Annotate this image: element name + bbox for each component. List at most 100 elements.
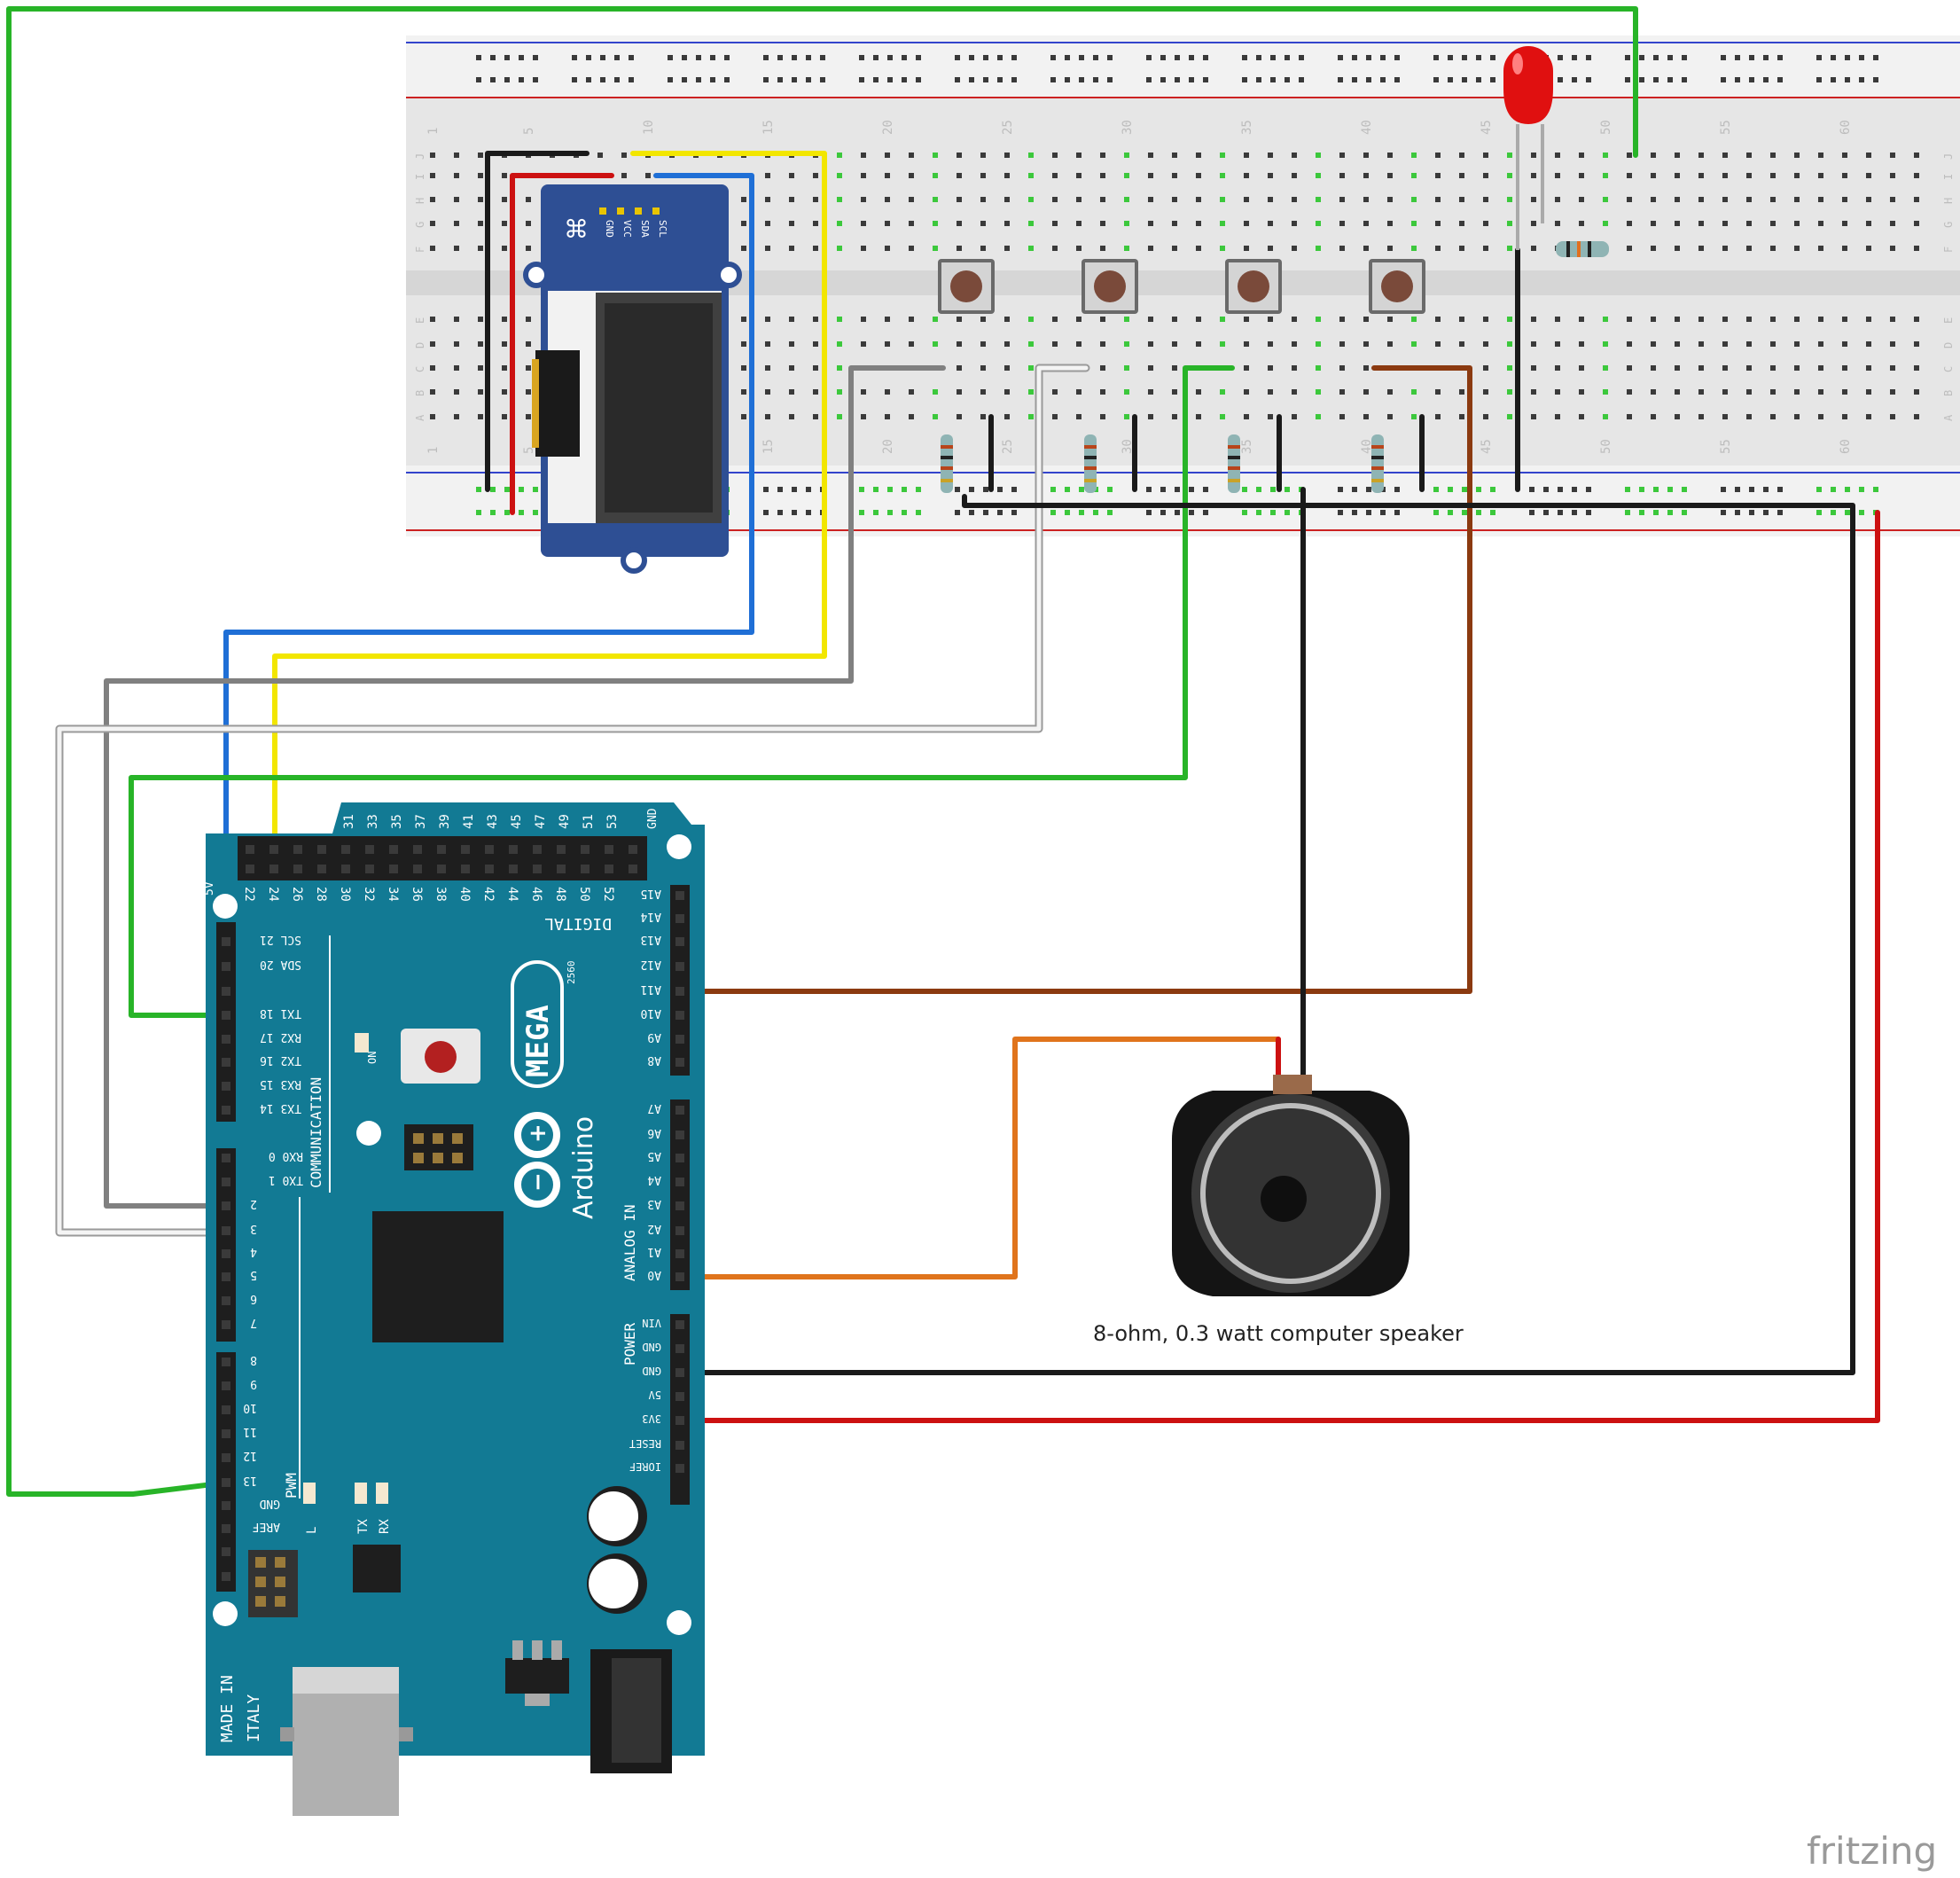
rail-hole bbox=[1558, 55, 1563, 60]
header-pin bbox=[222, 1178, 230, 1186]
breadboard-hole bbox=[1268, 221, 1273, 226]
breadboard-hole bbox=[430, 365, 435, 371]
push-button-cap bbox=[1094, 270, 1126, 302]
breadboard-hole bbox=[1818, 197, 1823, 202]
oled-pin-label: SCL bbox=[657, 220, 668, 238]
wire-green-button3[interactable] bbox=[129, 365, 1235, 1018]
rail-hole bbox=[600, 55, 605, 60]
breadboard-hole bbox=[1100, 341, 1105, 347]
breadboard-hole bbox=[1890, 246, 1895, 251]
breadboard-hole bbox=[1579, 197, 1584, 202]
resistor-band bbox=[1371, 479, 1384, 482]
resistor[interactable] bbox=[1371, 434, 1384, 493]
rail-hole bbox=[997, 510, 1003, 515]
breadboard-hole bbox=[1914, 389, 1919, 395]
rail-hole bbox=[1203, 510, 1208, 515]
wire-red-oled-vcc[interactable] bbox=[510, 173, 614, 515]
breadboard-hole bbox=[1627, 389, 1632, 395]
led-resistor[interactable] bbox=[1556, 241, 1609, 257]
wire-black-gnd-rail[interactable] bbox=[678, 494, 1855, 1375]
breadboard-hole bbox=[1651, 317, 1656, 322]
breadboard-hole bbox=[1746, 221, 1752, 226]
breadboard-hole bbox=[1483, 246, 1488, 251]
rail-hole bbox=[969, 487, 974, 492]
top-header-number: 51 bbox=[582, 814, 596, 829]
wire-red-3v3-rail[interactable] bbox=[678, 510, 1880, 1423]
breadboard-hole bbox=[1531, 365, 1536, 371]
resistor[interactable] bbox=[941, 434, 953, 493]
breadboard-hole bbox=[1268, 153, 1273, 158]
pwm-pin-label: RX0 0 bbox=[269, 1149, 303, 1162]
breadboard-hole bbox=[837, 341, 842, 347]
resistor[interactable] bbox=[1084, 434, 1097, 493]
breadboard-hole bbox=[1866, 173, 1871, 178]
wire-gray-button1[interactable] bbox=[104, 365, 946, 1209]
rail-hole bbox=[533, 510, 538, 515]
breadboard-hole bbox=[1148, 246, 1153, 251]
resistor[interactable] bbox=[1228, 434, 1240, 493]
right-header-pins bbox=[675, 891, 684, 1473]
rail-hole bbox=[983, 487, 988, 492]
breadboard-hole bbox=[1746, 173, 1752, 178]
capacitor-1-top bbox=[589, 1491, 638, 1541]
rail-hole bbox=[1175, 487, 1180, 492]
rail-hole bbox=[1394, 55, 1400, 60]
breadboard-hole bbox=[1746, 197, 1752, 202]
header-pin bbox=[365, 865, 374, 873]
breadboard-hole bbox=[1866, 389, 1871, 395]
wire-blue-scl[interactable] bbox=[223, 173, 754, 944]
breadboard-hole bbox=[1268, 414, 1273, 419]
breadboard-hole bbox=[1866, 246, 1871, 251]
rail-hole bbox=[519, 487, 524, 492]
pwm-pin-label: 7 bbox=[250, 1316, 257, 1329]
rail-hole bbox=[1625, 510, 1630, 515]
rail-hole bbox=[572, 55, 577, 60]
analog-pin-label: A3 bbox=[647, 1197, 661, 1210]
wire-black-oled-gnd[interactable] bbox=[485, 151, 590, 492]
header-pin bbox=[222, 1011, 230, 1020]
wire-green-pin13-led[interactable] bbox=[6, 6, 1638, 1497]
breadboard-hole bbox=[1124, 153, 1129, 158]
breadboard-hole bbox=[430, 317, 435, 322]
rail-hole bbox=[1462, 77, 1467, 82]
breadboard-hole bbox=[1794, 221, 1800, 226]
seeed-logo-icon: ⌘ bbox=[564, 215, 589, 244]
top-header-number: 33 bbox=[366, 814, 380, 829]
oled-ribbon bbox=[535, 350, 580, 457]
mega-logo-oval bbox=[511, 960, 564, 1088]
oled-pin-pad bbox=[599, 207, 606, 215]
red-led[interactable] bbox=[1503, 46, 1609, 257]
rail-hole bbox=[1448, 510, 1453, 515]
rail-hole bbox=[916, 77, 921, 82]
rail-hole bbox=[1079, 487, 1084, 492]
column-number-top: 1 bbox=[426, 128, 441, 135]
resistor-band bbox=[941, 456, 953, 459]
rail-hole bbox=[1558, 77, 1563, 82]
breadboard-hole bbox=[478, 153, 483, 158]
rail-hole bbox=[1625, 55, 1630, 60]
wire-brown-button4[interactable] bbox=[223, 365, 1472, 994]
led-rx bbox=[376, 1483, 388, 1504]
pwm-pin-label: TX0 1 bbox=[269, 1173, 303, 1186]
breadboard-hole bbox=[957, 197, 962, 202]
wire-orange-speaker-a0[interactable] bbox=[678, 1037, 1281, 1279]
rail-hole bbox=[806, 77, 811, 82]
speaker[interactable] bbox=[1172, 1075, 1409, 1296]
icsp-lower-pin bbox=[255, 1557, 266, 1568]
breadboard-hole bbox=[1220, 389, 1225, 395]
rail-hole bbox=[1380, 510, 1386, 515]
breadboard-hole bbox=[741, 365, 746, 371]
breadboard-hole bbox=[1651, 246, 1656, 251]
breadboard-hole bbox=[933, 414, 938, 419]
bottom-header-number: 26 bbox=[290, 887, 304, 902]
breadboard-hole bbox=[1770, 317, 1776, 322]
breadboard-hole bbox=[1555, 317, 1560, 322]
infinity-right-ring bbox=[514, 1112, 560, 1158]
breadboard-hole bbox=[1316, 246, 1321, 251]
breadboard-hole bbox=[1675, 173, 1680, 178]
pwm-pin-label: 8 bbox=[250, 1353, 257, 1366]
top-header-number: 31 bbox=[342, 814, 356, 829]
row-letter-right: D bbox=[1942, 342, 1955, 348]
rail-hole bbox=[1285, 487, 1290, 492]
header-pin bbox=[533, 845, 542, 854]
